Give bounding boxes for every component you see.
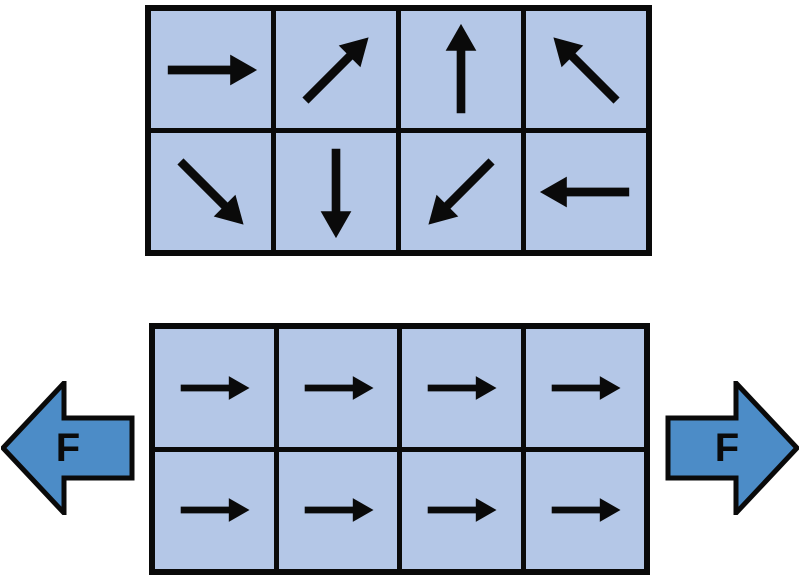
domain-arrow-right-icon [167,54,258,85]
domain-cell [155,451,274,569]
domain-cell [151,11,271,128]
domain-cell [276,11,396,128]
domain-cell [526,11,646,128]
domain-cell [525,329,644,447]
domain-arrow-up-right-icon [302,36,369,104]
domain-cell [526,133,646,250]
magnetized-domains-grid [149,323,650,575]
domain-arrow-right-icon [304,498,374,523]
domain-cell [151,133,271,250]
force-arrow-right-shape [665,381,799,515]
domain-arrow-right-icon [180,375,250,400]
domain-arrow-down-icon [320,148,352,238]
force-arrow-right-icon: F [665,381,799,515]
force-arrow-left-icon: F [1,381,135,515]
domain-cell [276,133,396,250]
unmagnetized-domains-grid [145,5,652,256]
domain-arrow-down-right-icon [177,157,244,225]
domain-arrow-right-icon [304,375,374,400]
force-label-left: F [56,426,80,470]
domain-arrow-left-icon [539,176,630,207]
domain-arrow-right-icon [551,375,621,400]
domain-arrow-up-left-icon [553,36,620,104]
domain-arrow-right-icon [427,498,497,523]
domain-arrow-right-icon [180,498,250,523]
domain-cell [155,329,274,447]
domain-arrow-up-icon [445,23,477,113]
domain-arrow-right-icon [427,375,497,400]
domain-cell [401,133,521,250]
force-label-right: F [715,426,739,470]
domain-cell [278,451,397,569]
domain-cell [525,451,644,569]
domain-cell [278,329,397,447]
domain-arrow-down-left-icon [428,157,495,225]
domain-cell [402,329,521,447]
domain-arrow-right-icon [551,498,621,523]
force-arrow-left-shape [1,381,135,515]
domain-cell [402,451,521,569]
domain-cell [401,11,521,128]
